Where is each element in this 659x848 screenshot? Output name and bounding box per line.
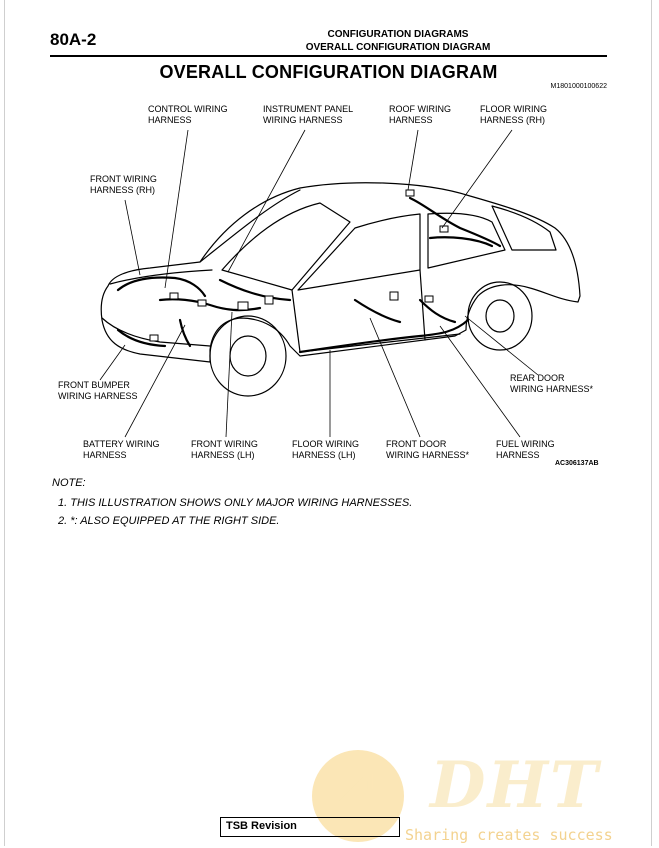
rear-side-window <box>427 212 506 269</box>
leader-rear-door <box>464 315 539 376</box>
figure-code-top: M1801000100622 <box>550 83 607 90</box>
figure-code-bottom: AC306137AB <box>555 460 599 467</box>
floor-harness-rh <box>428 236 494 248</box>
page-title: OVERALL CONFIGURATION DIAGRAM <box>159 62 498 82</box>
battery-harness <box>178 318 192 348</box>
leader-battery <box>124 324 186 438</box>
roofline <box>199 189 301 263</box>
rear-wheel <box>467 281 533 351</box>
note-heading: NOTE: <box>52 477 86 489</box>
connector <box>149 334 159 342</box>
door-line-front <box>291 289 301 353</box>
car-body-outline <box>100 182 581 363</box>
page-number: 80A-2 <box>50 30 97 49</box>
header-rule <box>50 55 607 57</box>
rear-window <box>491 205 557 251</box>
connector <box>439 225 449 233</box>
front-bumper-harness <box>116 328 167 348</box>
leader-control <box>164 129 189 289</box>
leader-front-bumper <box>99 344 126 381</box>
leader-front-lh <box>225 311 233 438</box>
leader-floor-rh <box>441 129 513 229</box>
rear-wheel-hub <box>485 299 515 333</box>
connector <box>237 301 249 311</box>
floor-harness-lh <box>298 318 470 354</box>
connector <box>169 292 179 300</box>
watermark-slogan: Sharing creates success <box>405 826 613 844</box>
windshield <box>221 202 351 291</box>
instrument-panel-harness <box>218 278 292 302</box>
hood-line <box>109 269 213 285</box>
watermark-circle <box>312 750 404 842</box>
note-item: 1. THIS ILLUSTRATION SHOWS ONLY MAJOR WI… <box>58 497 413 509</box>
tsb-revision-box: TSB Revision <box>220 817 400 837</box>
rear-door-harness <box>418 298 457 324</box>
page-border <box>4 0 652 846</box>
leader-instrument-panel <box>227 129 306 273</box>
leader-roof <box>407 129 419 191</box>
connector <box>389 291 399 301</box>
leader-front-door <box>369 317 421 438</box>
note-item: 2. *: ALSO EQUIPPED AT THE RIGHT SIDE. <box>58 515 280 527</box>
door-line-mid <box>419 269 426 341</box>
car-wiring-diagram <box>99 129 581 438</box>
connector <box>264 295 274 305</box>
front-bumper <box>101 317 211 347</box>
front-wheel-hub <box>229 335 267 377</box>
connector <box>197 299 207 307</box>
front-side-window <box>297 213 421 291</box>
connector <box>405 189 415 197</box>
leader-fuel <box>439 325 521 438</box>
watermark-arrow-icon: ↗ <box>330 753 381 820</box>
section-heading: CONFIGURATION DIAGRAMS <box>327 29 469 40</box>
watermark-logo: DHT <box>430 748 600 823</box>
front-harness-rh <box>116 276 207 298</box>
front-door-harness <box>353 298 402 324</box>
subsection-heading: OVERALL CONFIGURATION DIAGRAM <box>305 42 491 53</box>
leader-front-rh <box>124 199 141 276</box>
front-wheel <box>209 315 287 397</box>
roof-harness <box>408 196 502 248</box>
connector <box>424 295 434 303</box>
